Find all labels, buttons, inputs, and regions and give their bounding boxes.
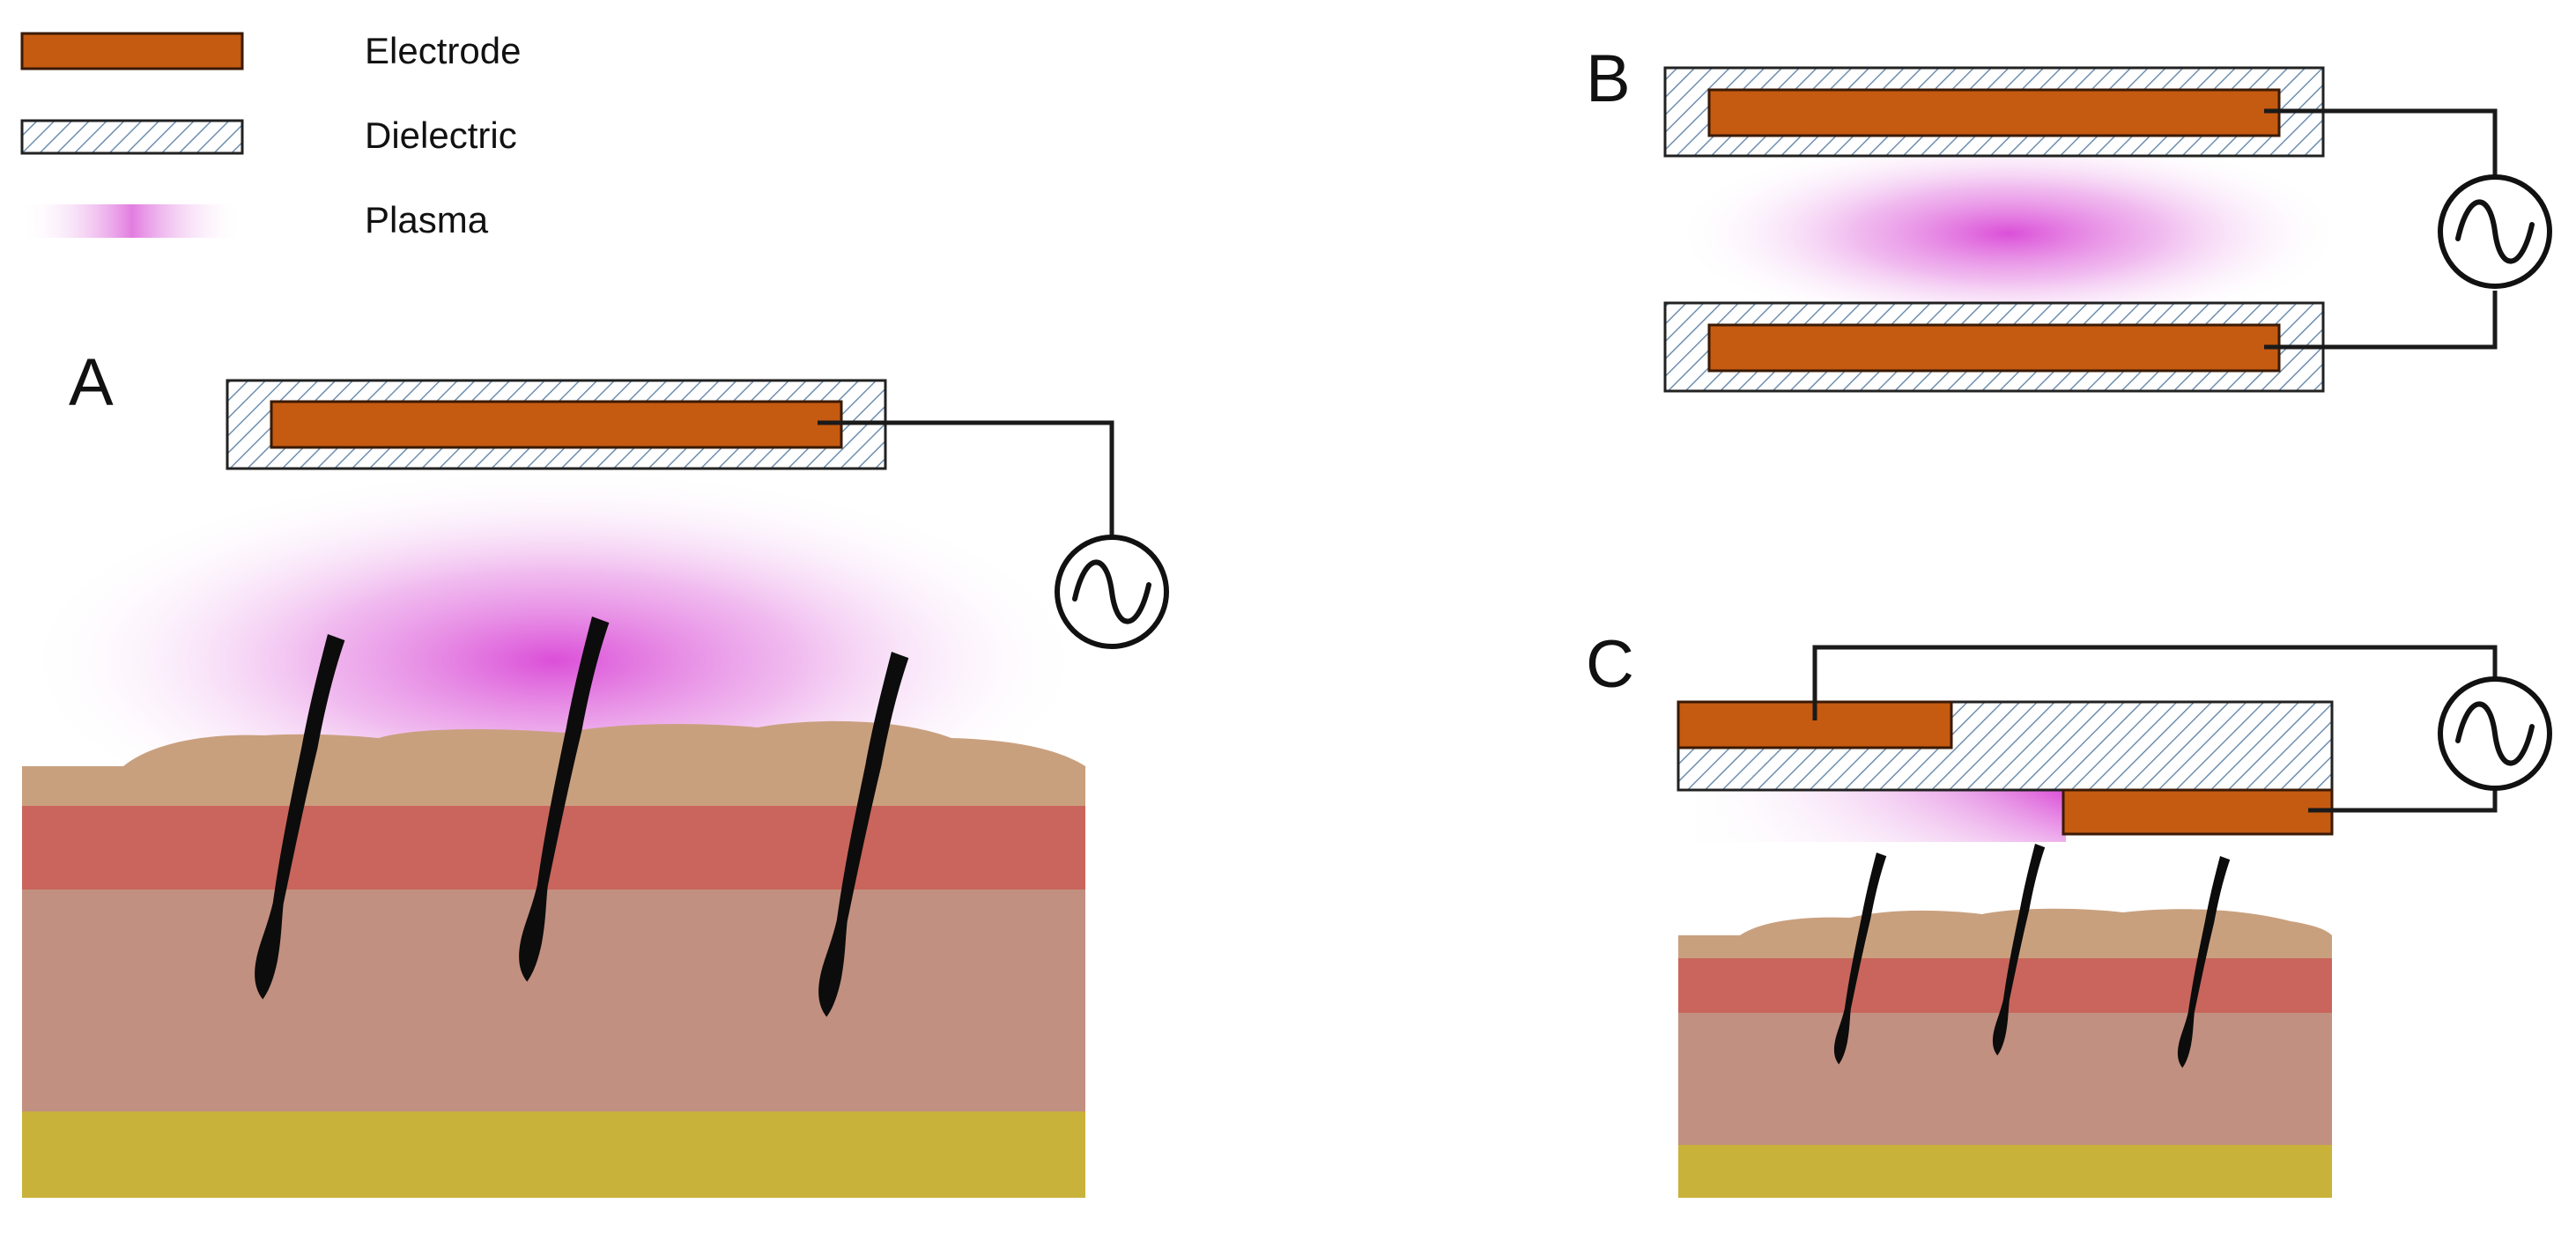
legend-plasma-label: Plasma	[365, 199, 489, 240]
ac-source-icon	[1057, 537, 1166, 646]
panel-c-epidermis-layer	[1678, 908, 2332, 958]
panel-a-wire	[818, 420, 1114, 535]
panel-c-letter: C	[1586, 627, 1634, 702]
panel-a-dermis-layer	[22, 890, 1085, 1111]
panel-b-bottom-electrode	[1707, 323, 2281, 373]
panel-b-top-electrode	[1707, 88, 2281, 137]
ac-source-icon	[2440, 679, 2550, 788]
panel-a-epidermis-layer	[22, 720, 1085, 806]
panel-c-lower-wire	[2308, 788, 2498, 813]
panel-a-letter: A	[69, 345, 114, 420]
legend-electrode-swatch	[20, 32, 244, 70]
legend-dielectric-swatch	[20, 119, 244, 155]
panel-b-volume-dbd: B	[1586, 41, 2550, 393]
panel-b-plasma	[1674, 132, 2343, 335]
legend: Electrode Dielectric Plasma	[20, 30, 521, 240]
panel-c-plasma-fade	[1678, 791, 2066, 842]
panel-b-top-wire	[2264, 108, 2498, 176]
panel-a-fat-layer	[22, 1111, 1085, 1198]
panel-c-surface-dbd: C	[1586, 627, 2550, 1198]
ac-source-icon	[2440, 177, 2550, 286]
legend-plasma-swatch	[22, 204, 242, 238]
panel-c-upper-wire	[1812, 645, 2498, 720]
panel-b-letter: B	[1586, 41, 1631, 116]
panel-c-skin-tissue	[1678, 908, 2332, 1198]
panel-a-electrode	[270, 400, 843, 449]
panel-c-fat-layer	[1678, 1145, 2332, 1198]
legend-electrode-label: Electrode	[365, 30, 521, 71]
panel-a-floating-electrode-dbd: A	[22, 345, 1166, 1198]
panel-c-lower-electrode	[2062, 788, 2334, 836]
legend-dielectric-label: Dielectric	[365, 114, 517, 156]
panel-b-bottom-wire	[2264, 291, 2498, 350]
